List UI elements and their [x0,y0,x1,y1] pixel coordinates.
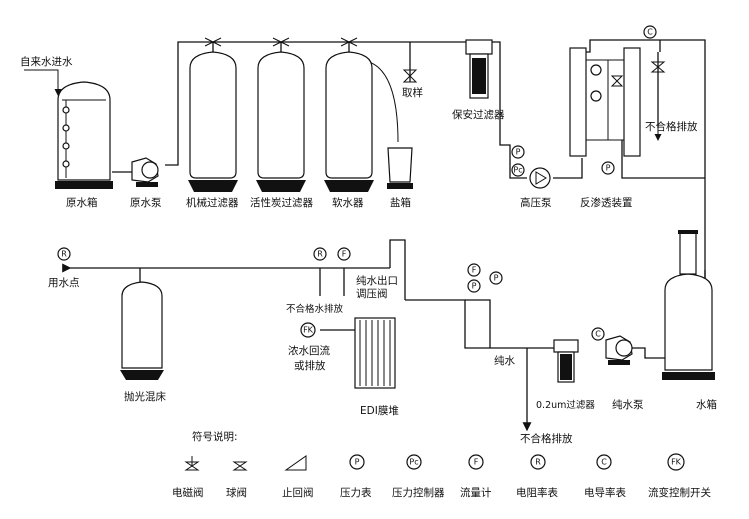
flow-meter-icon [468,454,484,470]
flow-switch-icon [667,453,685,471]
legend-label-6: 电阻率表 [516,486,558,499]
label-softener: 软水器 [332,196,364,209]
label-raw-tank: 原水箱 [66,196,98,209]
label-hp-pump: 高压泵 [520,196,552,209]
legend-label-3: 压力表 [340,486,372,499]
svg-text:R: R [61,250,67,259]
salt-tank [387,147,413,189]
pressure-controller-icon [406,454,422,470]
check-valve-icon [284,455,307,471]
mechanical-filter [188,37,238,192]
svg-text:P: P [355,458,360,467]
legend-label-4: 压力控制器 [392,486,445,499]
label-reject-drain: 不合格水排放 [286,303,344,315]
svg-text:C: C [601,458,607,467]
svg-text:P: P [516,148,521,157]
label-pure-water: 纯水 [494,354,515,367]
label-mech-filter: 机械过滤器 [186,196,239,209]
label-concentrate-1: 浓水回流 [288,344,330,357]
svg-text:P: P [606,164,611,173]
label-ro-device: 反渗透装置 [580,196,633,209]
legend-label-5: 流量计 [460,486,492,499]
micron-filter-0-2um [553,339,579,383]
svg-text:FK: FK [303,326,314,335]
activated-carbon-filter [256,37,306,192]
pure-water-tank [662,230,715,380]
label-water-tank: 水箱 [696,398,717,411]
legend-title: 符号说明: [192,430,238,443]
edi-stack [354,317,396,389]
svg-text:FK: FK [671,458,682,467]
svg-text:R: R [535,458,541,467]
svg-text:Pc: Pc [409,458,418,467]
label-carbon-filter: 活性炭过滤器 [250,196,313,209]
label-polishing-bed: 抛光混床 [124,390,166,403]
label-ro-reject: 不合格排放 [645,120,698,133]
svg-text:F: F [474,458,479,467]
label-security-filter: 保安过滤器 [452,108,505,121]
solenoid-valve-icon [184,456,200,471]
svg-text:C: C [595,330,601,339]
legend: 符号说明: P Pc F R C FK 电磁阀 球阀 止回阀 压力表 压力控制器… [172,430,711,499]
svg-text:Pc: Pc [513,166,522,175]
raw-water-tank [55,81,113,189]
pressure-gauge-icon [349,454,365,470]
label-salt-tank: 盐箱 [390,196,411,209]
legend-label-8: 流变控制开关 [648,486,711,499]
water-softener [324,37,374,192]
bottom-row-pipes [62,239,706,432]
label-raw-pump: 原水泵 [130,197,162,209]
instruments: P Pc P C R F FK F P P C R [57,25,657,341]
polishing-mixed-bed [120,281,164,380]
pure-water-pump [605,335,633,365]
label-edi: EDI膜堆 [360,405,399,417]
label-bottom-reject: 不合格排放 [520,432,573,445]
label-micron-filter: 0.2um过滤器 [536,399,595,411]
label-inlet: 自来水进水 [20,55,73,68]
label-pure-pump: 纯水泵 [612,398,644,411]
ball-valve-icon [232,461,248,471]
legend-label-0: 电磁阀 [172,486,204,499]
svg-text:F: F [342,250,347,259]
label-point-of-use: 用水点 [48,277,80,289]
high-pressure-pump [529,167,551,189]
label-concentrate-2: 或排放 [294,359,326,372]
ro-reject-line [650,61,666,141]
security-filter [440,39,493,99]
legend-label-2: 止回阀 [282,486,314,499]
labels: 自来水进水 原水箱 原水泵 机械过滤器 活性炭过滤器 软水器 盐箱 取样 保安过… [20,55,717,445]
label-sampling: 取样 [402,86,423,99]
reverse-osmosis-unit [569,47,641,157]
legend-label-1: 球阀 [226,486,247,499]
svg-text:C: C [647,28,653,37]
svg-text:R: R [317,250,323,259]
svg-text:P: P [472,282,477,291]
label-pure-outlet-1: 纯水出口 [356,274,398,287]
sampling-valve [402,69,418,83]
svg-text:P: P [494,274,499,283]
label-pure-outlet-2: 调压阀 [356,287,388,300]
legend-label-7: 电导率表 [584,486,626,499]
conductivity-meter-icon [596,454,612,470]
resistivity-meter-icon [530,454,546,470]
svg-text:F: F [472,266,477,275]
raw-water-pump [131,157,159,187]
